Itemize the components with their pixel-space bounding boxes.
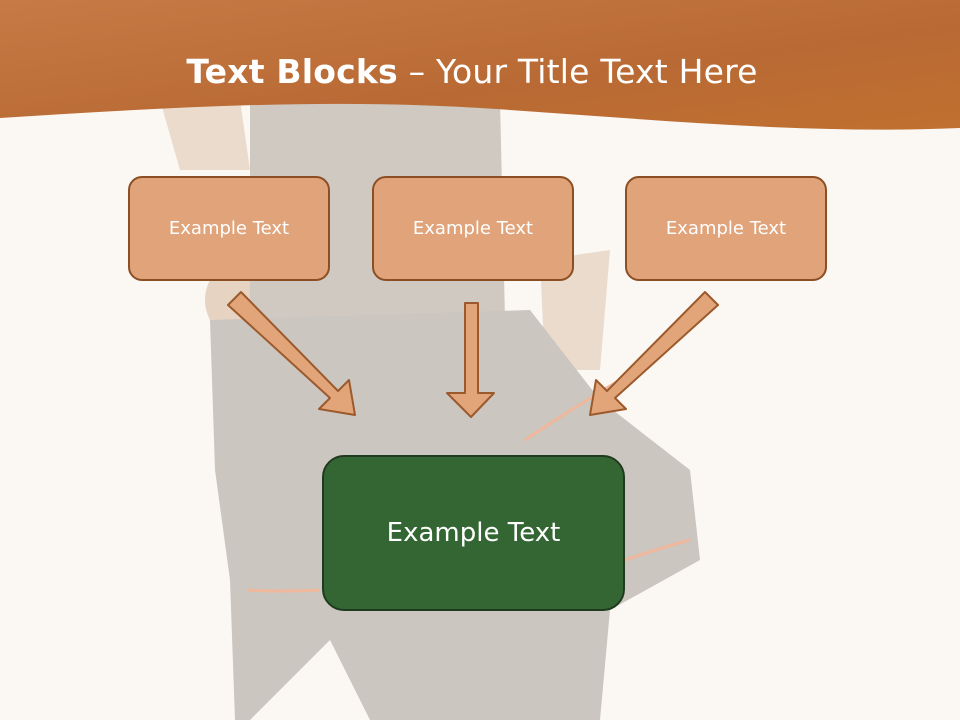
header-band [0, 0, 960, 130]
result-block[interactable]: Example Text [322, 455, 625, 611]
arrow-right [589, 291, 719, 416]
arrow-left [227, 291, 356, 416]
slide-title: Text Blocks – Your Title Text Here [0, 52, 944, 91]
text-block-3-label: Example Text [665, 218, 787, 239]
text-block-2[interactable]: Example Text [372, 176, 574, 281]
result-block-label: Example Text [386, 518, 561, 548]
title-bold: Text Blocks [186, 52, 398, 91]
text-block-3[interactable]: Example Text [625, 176, 827, 281]
arrow-middle [446, 302, 495, 418]
title-rest: – Your Title Text Here [397, 52, 758, 91]
text-block-2-label: Example Text [412, 218, 534, 239]
text-block-1[interactable]: Example Text [128, 176, 330, 281]
text-block-1-label: Example Text [168, 218, 290, 239]
